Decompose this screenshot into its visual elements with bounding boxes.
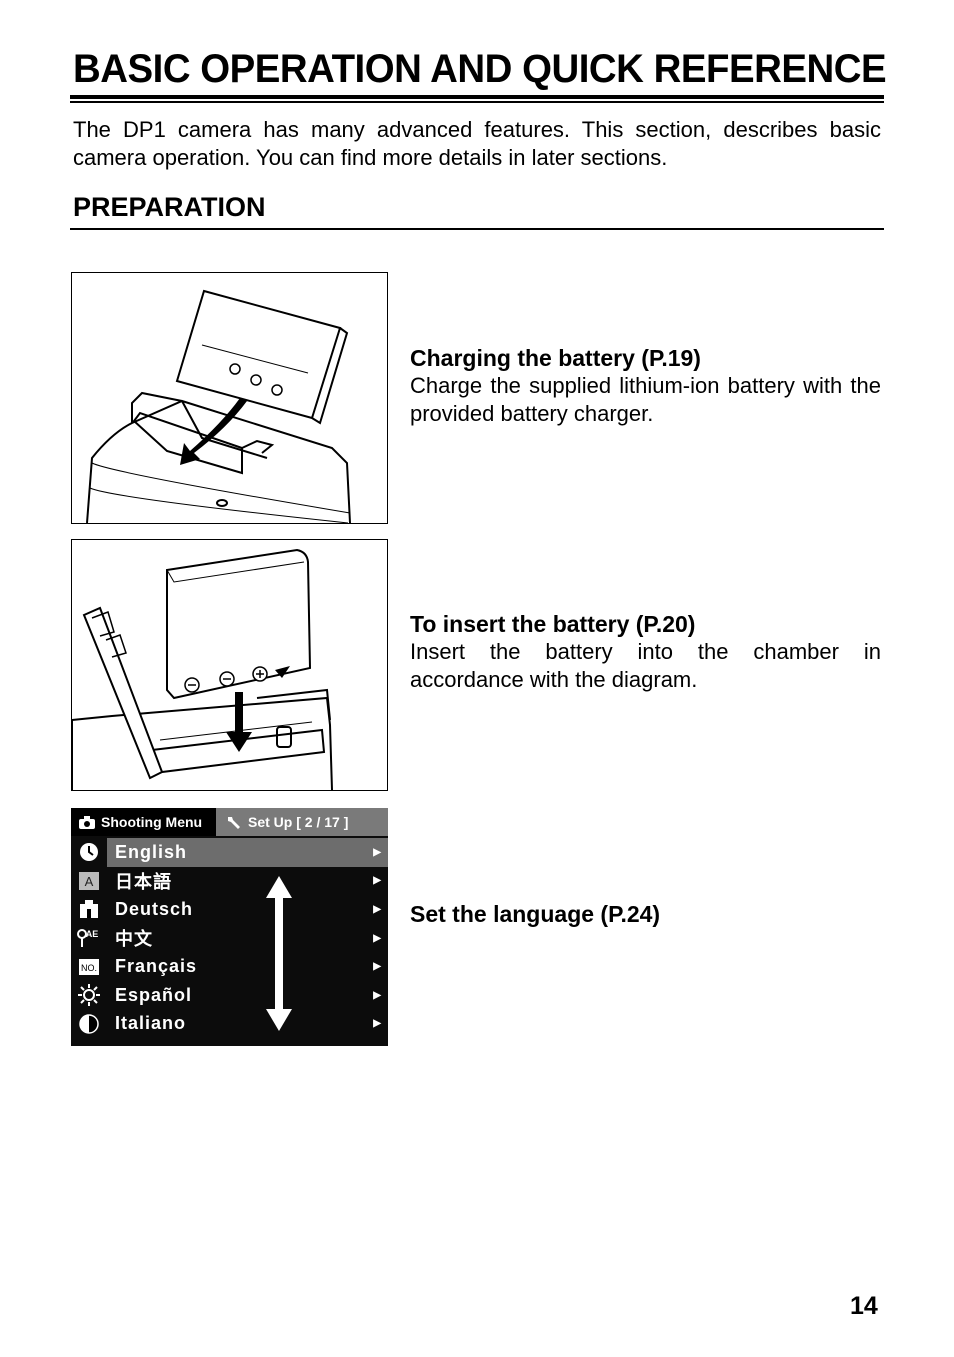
- option-label: Deutsch: [115, 898, 194, 919]
- contrast-icon: [71, 1010, 107, 1039]
- option-label: 日本語: [115, 871, 172, 892]
- battery-chamber-illustration: [71, 539, 388, 791]
- svg-text:AE: AE: [86, 929, 99, 939]
- option-label: 中文: [115, 929, 153, 950]
- section-rule: [70, 228, 884, 230]
- clock-icon: [71, 838, 107, 867]
- svg-text:A: A: [85, 874, 94, 889]
- step-insert-battery: To insert the battery (P.20) Insert the …: [410, 610, 881, 694]
- language-option-chinese[interactable]: 中文 ▶: [107, 924, 388, 953]
- wrench-icon: [228, 817, 240, 829]
- tab-label: Shooting Menu: [101, 814, 203, 830]
- step-title: To insert the battery (P.20): [410, 611, 696, 637]
- intro-paragraph: The DP1 camera has many advanced feature…: [73, 117, 881, 170]
- charger-illustration: [71, 272, 388, 524]
- chevron-right-icon: ▶: [373, 1018, 382, 1030]
- chevron-right-icon: ▶: [373, 932, 382, 944]
- chevron-right-icon: ▶: [373, 903, 382, 915]
- tab-label: Set Up [ 2 / 17 ]: [248, 814, 349, 830]
- language-option-japanese[interactable]: 日本語 ▶: [107, 867, 388, 896]
- language-option-english[interactable]: English ▶: [107, 838, 388, 867]
- image-icon: A: [71, 867, 107, 896]
- step-title: Charging the battery (P.19): [410, 345, 701, 371]
- down-arrow-icon: [226, 692, 252, 752]
- chevron-right-icon: ▶: [373, 875, 382, 887]
- option-label: English: [115, 841, 188, 862]
- insert-arrow-icon: [180, 398, 247, 465]
- section-heading: PREPARATION: [73, 192, 266, 222]
- brightness-icon: [71, 981, 107, 1010]
- option-label: Español: [115, 984, 193, 1005]
- svg-text:NO.: NO.: [81, 963, 97, 973]
- chevron-right-icon: ▶: [373, 961, 382, 973]
- step-title: Set the language (P.24): [410, 901, 661, 927]
- language-menu-screen: Shooting Menu Set Up [ 2 / 17 ] A AE NO.…: [71, 808, 388, 1046]
- chevron-right-icon: ▶: [373, 989, 382, 1001]
- title-rule-bottom: [70, 101, 884, 103]
- language-option-spanish[interactable]: Español ▶: [107, 981, 388, 1010]
- page-title: BASIC OPERATION AND QUICK REFERENCE: [73, 47, 887, 91]
- step-text: Insert the battery into the chamber in a…: [410, 639, 881, 692]
- step-set-language: Set the language (P.24): [410, 900, 881, 928]
- tab-shooting-menu[interactable]: Shooting Menu: [71, 808, 216, 836]
- camera-mode-icon: [71, 895, 107, 924]
- option-label: Italiano: [115, 1013, 187, 1034]
- language-option-german[interactable]: Deutsch ▶: [107, 895, 388, 924]
- option-label: Français: [115, 956, 198, 977]
- file-number-icon: NO.: [71, 952, 107, 981]
- chevron-right-icon: ▶: [373, 846, 382, 858]
- ae-lock-icon: AE: [71, 924, 107, 953]
- scroll-up-down-arrow-icon: [266, 876, 292, 1031]
- step-charging: Charging the battery (P.19) Charge the s…: [410, 344, 881, 428]
- language-option-italian[interactable]: Italiano ▶: [107, 1010, 388, 1039]
- tab-setup[interactable]: Set Up [ 2 / 17 ]: [216, 808, 388, 836]
- page-number: 14: [850, 1292, 878, 1320]
- title-rule-top: [70, 95, 884, 99]
- language-option-french[interactable]: Français ▶: [107, 952, 388, 981]
- camera-icon: [79, 815, 95, 829]
- step-text: Charge the supplied lithium-ion battery …: [410, 373, 881, 426]
